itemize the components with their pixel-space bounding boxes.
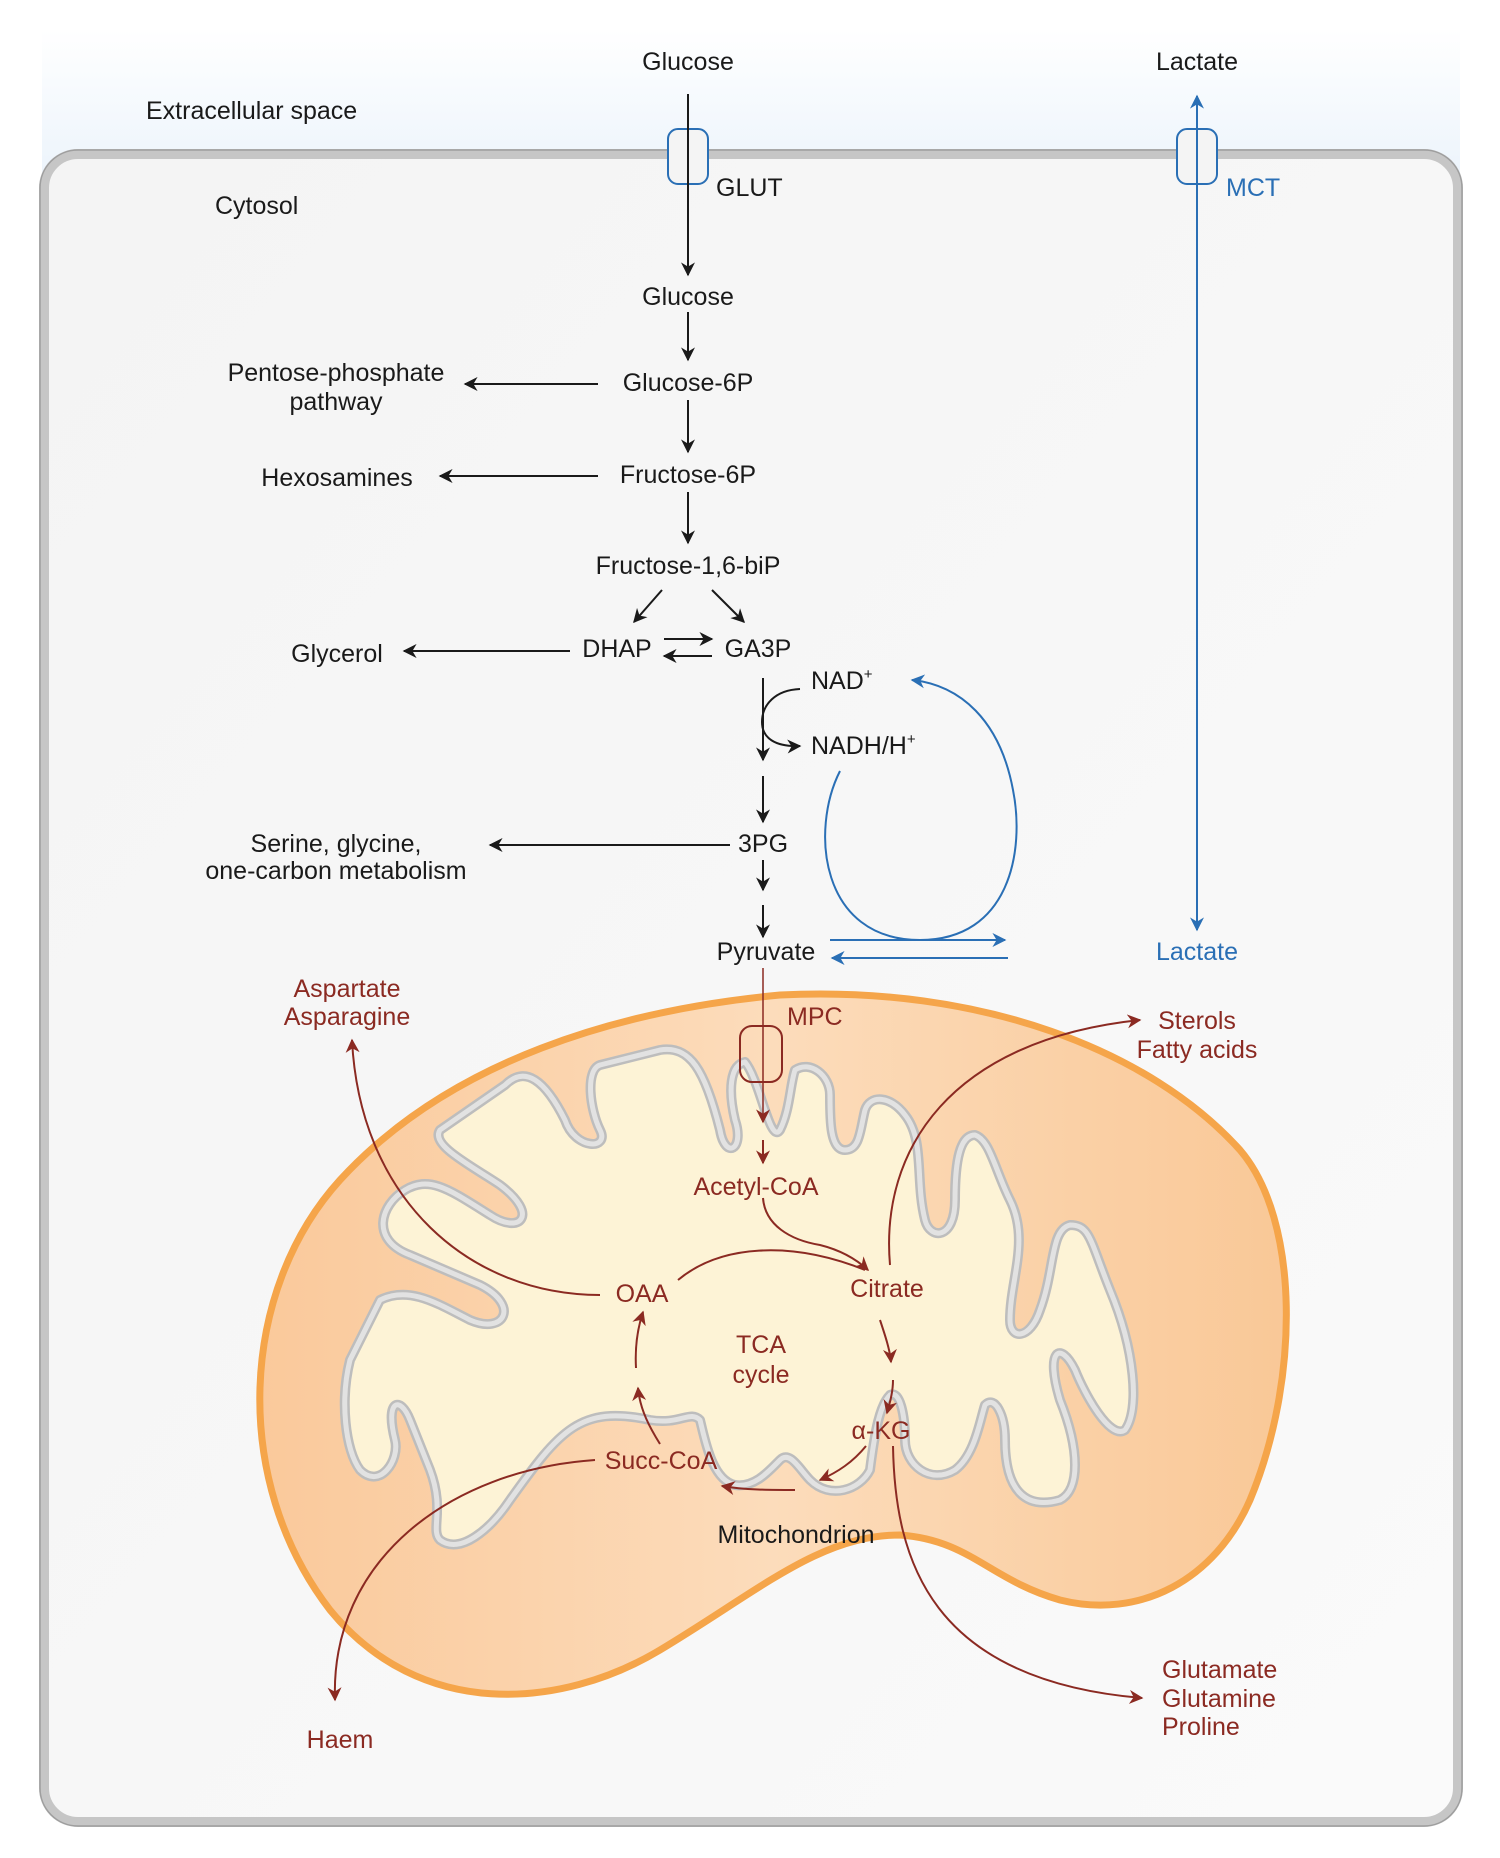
label-tca-line2: cycle — [733, 1361, 790, 1389]
arrow-succcoa-oaa-1 — [632, 1386, 661, 1445]
label-3pg: 3PG — [738, 830, 788, 858]
label-serine-line2: one-carbon metabolism — [205, 857, 466, 885]
label-sterols: Sterols — [1158, 1007, 1236, 1035]
label-mct: MCT — [1226, 174, 1280, 202]
label-hexosamines: Hexosamines — [261, 464, 412, 492]
label-cytosol: Cytosol — [215, 192, 298, 220]
inner-membrane-highlight — [342, 1046, 1136, 1547]
label-ppp-line2: pathway — [289, 388, 383, 416]
label-asparagine: Asparagine — [284, 1003, 410, 1031]
nad-superscript: + — [864, 666, 873, 683]
arrow-akg-succcoa-1 — [818, 1445, 867, 1482]
arrow-oaa-citrate — [677, 1249, 866, 1281]
label-glucose-extracellular: Glucose — [642, 48, 734, 76]
label-nadh: NADH/H+ — [811, 731, 916, 760]
label-lactate-extracellular: Lactate — [1156, 48, 1238, 76]
arrow-f16bp-ga3p — [711, 589, 745, 623]
arrow-succcoa-haem — [327, 1459, 596, 1702]
label-glucose-6p: Glucose-6P — [623, 369, 754, 397]
label-aspartate: Aspartate — [293, 975, 400, 1003]
label-lactate-cytosol: Lactate — [1156, 938, 1238, 966]
label-fructose-6p: Fructose-6P — [620, 461, 756, 489]
label-proline: Proline — [1162, 1713, 1240, 1741]
label-serine-line1: Serine, glycine, — [251, 830, 422, 858]
arrow-akg-succcoa-2 — [720, 1481, 796, 1496]
arrow-f16bp-dhap — [633, 589, 663, 624]
mitochondrion — [256, 990, 1290, 1698]
arrow-citrate-akg-2 — [883, 1379, 898, 1415]
label-nad: NAD+ — [811, 666, 873, 695]
label-haem: Haem — [307, 1726, 374, 1754]
label-glutamine: Glutamine — [1162, 1685, 1276, 1713]
mpc-transporter — [739, 1025, 783, 1083]
nad-regeneration-loop — [824, 674, 1018, 942]
label-pyruvate: Pyruvate — [717, 938, 816, 966]
label-glut: GLUT — [716, 174, 783, 202]
arrow-citrate-akg-1 — [879, 1319, 897, 1364]
arrow-oaa-aspartate — [345, 1038, 601, 1296]
label-ga3p: GA3P — [725, 635, 792, 663]
label-glycerol: Glycerol — [291, 640, 383, 668]
label-fatty-acids: Fatty acids — [1137, 1036, 1258, 1064]
label-ppp-line1: Pentose-phosphate — [228, 359, 445, 387]
arrow-acetylcoa-citrate — [762, 1197, 870, 1271]
arrow-succcoa-oaa-2 — [632, 1310, 646, 1369]
label-succ-coa: Succ-CoA — [605, 1447, 718, 1475]
arrow-citrate-sterols — [888, 1014, 1142, 1266]
label-akg: α-KG — [852, 1417, 911, 1445]
label-oaa: OAA — [616, 1280, 669, 1308]
label-mitochondrion: Mitochondrion — [717, 1521, 874, 1549]
label-mpc: MPC — [787, 1003, 843, 1031]
label-glucose-cytosol: Glucose — [642, 283, 734, 311]
label-citrate: Citrate — [850, 1275, 924, 1303]
label-tca-line1: TCA — [736, 1331, 786, 1359]
arrow-akg-glutamate — [892, 1445, 1144, 1704]
label-glutamate: Glutamate — [1162, 1656, 1277, 1684]
label-acetyl-coa: Acetyl-CoA — [693, 1173, 818, 1201]
label-dhap: DHAP — [582, 635, 651, 663]
nadh-superscript: + — [907, 731, 916, 748]
label-fructose-16bp: Fructose-1,6-biP — [596, 552, 781, 580]
label-extracellular-space: Extracellular space — [146, 97, 357, 125]
cell-membrane-inner-edge — [39, 149, 1463, 1827]
nad-reduction-arrow — [760, 688, 802, 754]
